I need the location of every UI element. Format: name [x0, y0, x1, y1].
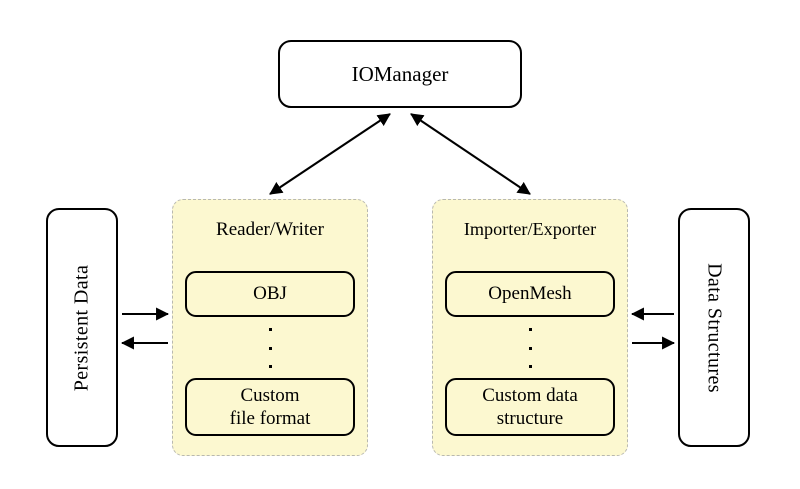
- node-persistent-data[interactable]: Persistent Data: [46, 208, 118, 447]
- panel-reader-writer[interactable]: Reader/Writer OBJ Custom file format: [172, 199, 368, 456]
- item-custom-file-format-label: Custom file format: [230, 384, 311, 430]
- line-2: structure: [496, 408, 564, 429]
- io-manager-label: IOManager: [351, 61, 449, 86]
- data-structures-label: Data Structures: [703, 262, 726, 393]
- arrow-readerwriter-manager: [269, 113, 391, 195]
- panel-importer-exporter[interactable]: Importer/Exporter OpenMesh Custom data s…: [432, 199, 628, 456]
- dot: [528, 328, 532, 331]
- item-openmesh-label: OpenMesh: [488, 283, 572, 305]
- dot: [268, 346, 272, 350]
- dot: [268, 328, 272, 331]
- line-2: file format: [229, 408, 311, 429]
- dot: [528, 365, 532, 368]
- dot: [268, 365, 272, 368]
- arrow-importerexporter-manager: [410, 113, 531, 195]
- node-data-structures[interactable]: Data Structures: [678, 208, 750, 447]
- importer-exporter-ellipsis: [433, 328, 627, 368]
- line-1: Custom: [240, 384, 300, 406]
- reader-writer-ellipsis: [173, 328, 367, 368]
- item-custom-file-format[interactable]: Custom file format: [185, 378, 355, 436]
- node-io-manager[interactable]: IOManager: [278, 40, 522, 108]
- panel-reader-writer-title: Reader/Writer: [216, 219, 324, 240]
- line-1: Custom data: [482, 384, 578, 406]
- persistent-data-label: Persistent Data: [70, 264, 93, 391]
- dot: [528, 346, 532, 350]
- item-obj-label: OBJ: [253, 283, 287, 305]
- item-openmesh[interactable]: OpenMesh: [445, 271, 615, 317]
- item-obj[interactable]: OBJ: [185, 271, 355, 317]
- item-custom-data-structure[interactable]: Custom data structure: [445, 378, 615, 436]
- item-custom-data-structure-label: Custom data structure: [482, 384, 578, 430]
- panel-importer-exporter-title: Importer/Exporter: [463, 219, 597, 239]
